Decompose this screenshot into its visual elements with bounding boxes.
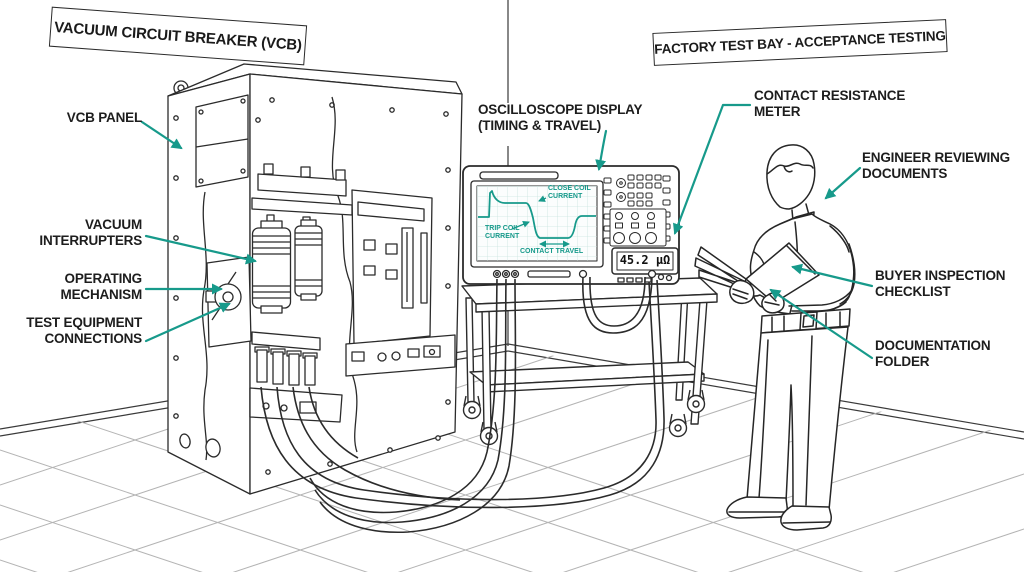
label-vcb-panel: VCB PANEL: [66, 110, 142, 125]
vcb-cabinet: [167, 63, 463, 495]
meter-readout-value: 45.2 μΩ: [619, 253, 671, 267]
knob: [629, 232, 641, 244]
engineer-trousers: [746, 326, 849, 511]
engineer-right-shoe: [780, 505, 832, 531]
arrow-documentation: [769, 288, 874, 360]
label-close-coil-current: CLOSE COIL CURRENT: [548, 185, 591, 201]
lower-instrument-strip: [345, 334, 456, 377]
handle-slot: [479, 171, 559, 180]
test-connection-terminals: [251, 331, 321, 386]
vacuum-interrupter-rear: [294, 219, 323, 301]
cabinet-internals: [205, 163, 353, 423]
test-cart: [461, 277, 718, 446]
left-face-panel: [195, 94, 249, 188]
vacuum-interrupter-front: [251, 220, 292, 314]
label-oscilloscope-display: OSCILLOSCOPE DISPLAY (TIMING & TRAVEL): [478, 102, 643, 133]
operating-mechanism-assembly: [205, 256, 252, 348]
arrow-vcb-panel: [140, 120, 183, 150]
arrow-oscilloscope: [595, 129, 608, 171]
engineer-figure: [694, 144, 856, 531]
oscilloscope: [462, 165, 680, 285]
control-panel: [603, 174, 671, 247]
knob: [645, 232, 657, 244]
cable-hole: [179, 433, 191, 449]
label-buyer-inspection-checklist: BUYER INSPECTION CHECKLIST: [875, 268, 1006, 299]
engineer-hair: [766, 162, 814, 175]
front-face-bolts: [255, 97, 451, 475]
breaker-face-panel: [351, 189, 433, 345]
screen-annotation-arrows: [511, 195, 570, 248]
cable-u-loop: [582, 276, 653, 334]
label-trip-coil-current: TRIP COIL CURRENT: [485, 225, 520, 241]
cutaway-torn-edge: [331, 96, 358, 453]
knob: [613, 232, 625, 244]
engineer-left-shoe: [726, 496, 788, 519]
engineer-right-arm: [788, 243, 856, 314]
label-documentation-folder: DOCUMENTATION FOLDER: [875, 338, 991, 369]
callout-arrows: [140, 103, 874, 360]
cart-rear-right-leg: [675, 291, 689, 401]
panel-bolts: [173, 98, 246, 419]
front-connectors: [492, 269, 673, 282]
arrow-buyer-checklist: [791, 263, 874, 288]
arrow-contact-meter: [673, 103, 752, 235]
cart-rear-left-leg: [465, 297, 475, 403]
arrow-engineer: [824, 166, 862, 200]
documentation-folder-object: [694, 242, 820, 304]
cable-hole: [205, 438, 221, 458]
test-cables: [260, 276, 665, 534]
label-engineer-reviewing-documents: ENGINEER REVIEWING DOCUMENTS: [862, 150, 1010, 181]
cart-front-left-leg: [481, 307, 492, 431]
label-contact-travel: CONTACT TRAVEL: [520, 248, 584, 255]
label-contact-resistance-meter: CONTACT RESISTANCE METER: [754, 88, 906, 119]
label-vacuum-interrupters: VACUUM INTERRUPTERS: [39, 217, 142, 248]
cable-u-loop: [589, 276, 646, 327]
engineer-head: [766, 144, 816, 210]
left-face-torn-edge: [201, 191, 208, 461]
waveform-trace: [478, 190, 596, 239]
caster-wheels: [462, 389, 706, 446]
arrow-test-equipment: [144, 302, 231, 343]
label-operating-mechanism: OPERATING MECHANISM: [60, 271, 143, 302]
arrow-vacuum-interrupters: [144, 234, 257, 265]
contact-resistance-meter-display: [611, 247, 679, 283]
label-test-equipment-connections: TEST EQUIPMENT CONNECTIONS: [26, 315, 142, 346]
